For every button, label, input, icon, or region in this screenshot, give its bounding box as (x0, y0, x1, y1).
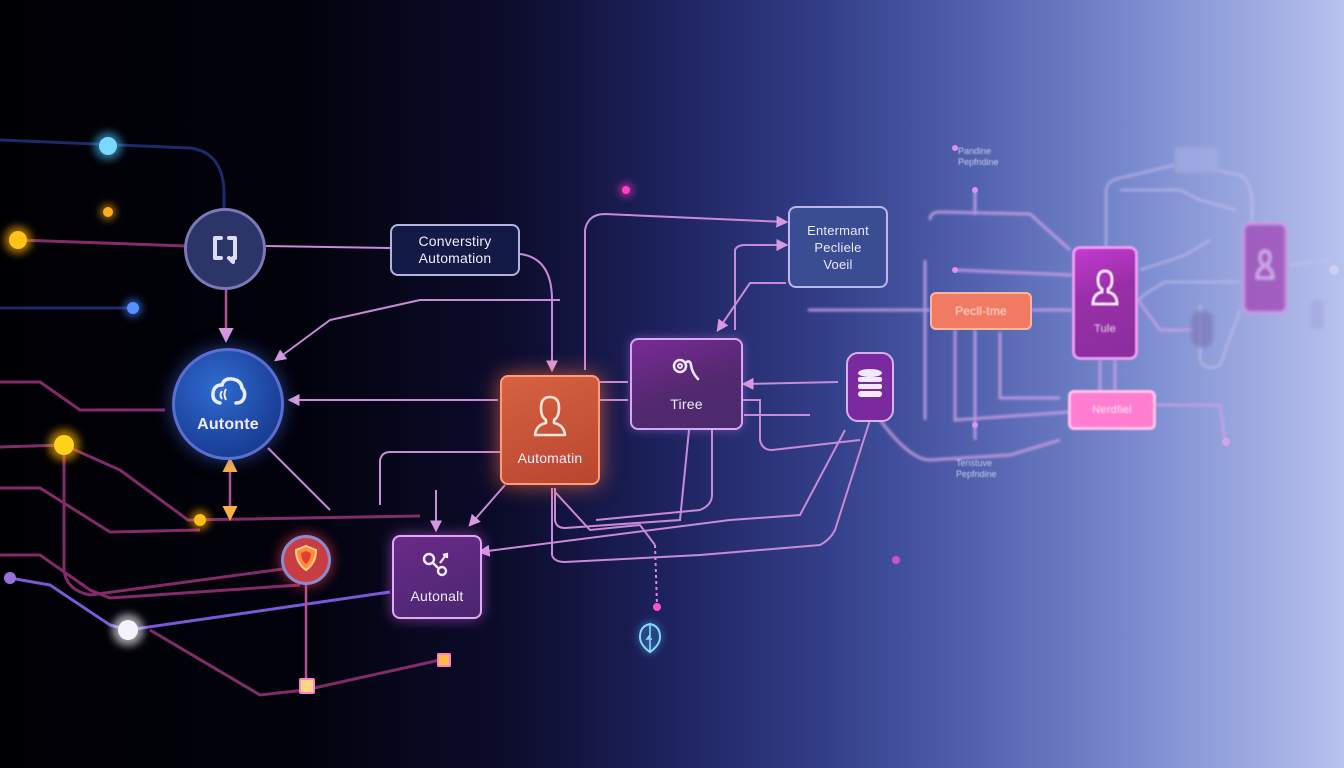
enterprise-line2: Pecliele (814, 239, 862, 255)
conversation-box-line1: Converstiry (418, 233, 492, 249)
faint-top-box (1174, 146, 1220, 174)
pink-pill-label: Nerdfiel (1092, 403, 1132, 416)
faint-small-node-1 (1190, 310, 1214, 348)
chat-hub-node (184, 208, 266, 290)
user-icon (1089, 268, 1121, 315)
user-icon (1254, 248, 1276, 289)
top-caption-line2: Pepfndine (958, 157, 999, 167)
tree-label: Tiree (670, 396, 703, 412)
database-icon (856, 368, 884, 407)
top-caption-line1: Pandine (958, 146, 992, 156)
autonte-label: Autonte (197, 416, 259, 433)
chat-bubble-icon (207, 231, 243, 267)
autonte-hub-node: Autonte (172, 348, 284, 460)
tall-user-card-label: Tule (1094, 323, 1116, 335)
junction-square-1 (299, 678, 315, 694)
database-node (846, 352, 894, 422)
tree-node: Tiree (630, 338, 743, 430)
autonalt-node: Autonalt (392, 535, 482, 619)
user-icon (530, 393, 570, 444)
automation-user-node: Automatin (500, 375, 600, 485)
cloud-refresh-icon (208, 375, 248, 414)
tall-user-card-2 (1242, 222, 1288, 314)
bottom-caption: Tenstuve Pepfndine (956, 458, 997, 480)
conversation-automation-box: Converstiry Automation (390, 224, 520, 276)
faint-small-node-2 (1310, 300, 1324, 330)
enterprise-line1: Entermant (807, 222, 869, 238)
automation-user-label: Automatin (517, 450, 583, 466)
coral-pill-node: Pecll-tme (930, 292, 1032, 330)
location-pin-icon (636, 621, 664, 660)
pin-node (636, 621, 664, 660)
junction-square-2 (437, 653, 451, 667)
magnifier-curve-icon (670, 355, 704, 390)
shield-icon (293, 544, 319, 577)
enterprise-line3: Voeil (823, 256, 853, 272)
enterprise-box: Entermant Pecliele Voeil (788, 206, 888, 288)
bottom-caption-line1: Tenstuve (956, 458, 993, 468)
conversation-box-line2: Automation (418, 250, 492, 266)
shield-node (281, 535, 331, 585)
pink-pill-node: Nerdfiel (1068, 390, 1156, 430)
share-search-icon (420, 549, 454, 584)
tall-user-card: Tule (1072, 246, 1138, 360)
coral-pill-label: Pecll-tme (955, 303, 1007, 318)
top-caption: Pandine Pepfndine (958, 146, 999, 168)
bottom-caption-line2: Pepfndine (956, 469, 997, 479)
autonalt-label: Autonalt (410, 588, 464, 604)
